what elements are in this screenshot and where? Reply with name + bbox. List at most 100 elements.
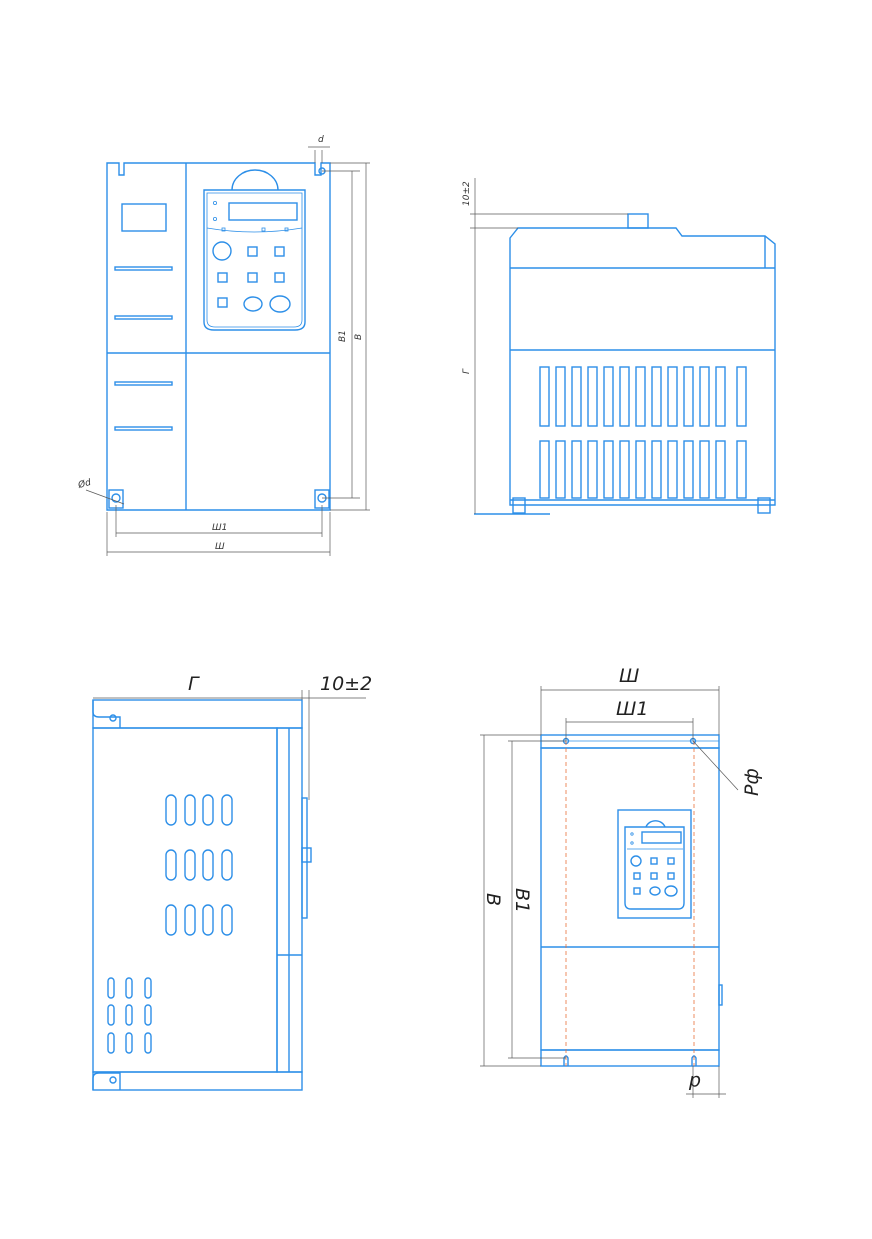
side-large-tab: [92, 700, 121, 728]
vent-slot: [683, 366, 694, 427]
side-large-knob: [301, 847, 312, 863]
vent-slot: [539, 366, 550, 427]
keypad-key: [247, 272, 258, 283]
vent-slot: [571, 366, 582, 427]
dim-sh-label: Ш: [215, 542, 225, 552]
dim-phi-d-label: Ød: [76, 477, 92, 491]
keypad-divider: [206, 227, 303, 233]
front-large-keypad: [624, 826, 685, 910]
side-view-foot: [757, 497, 771, 514]
front-large-dim-phi-label: Рф: [741, 768, 763, 796]
front-large-dim-sh-label: Ш: [619, 665, 639, 687]
vent-slot: [603, 366, 614, 427]
keypad-key: [650, 857, 658, 865]
front-view-large: Ш Ш1 Рф В В1 d: [480, 665, 763, 1098]
keypad-knob: [212, 241, 232, 261]
vent-slot: [221, 849, 233, 881]
vent-slot: [651, 366, 662, 427]
side-large-dim-g-label: Г: [188, 673, 200, 695]
vent-slot: [651, 440, 662, 499]
leader-line: [692, 740, 739, 791]
vent-slot: [221, 904, 233, 936]
front-view-keypad: [203, 189, 306, 331]
front-large-dim-d-label: d: [688, 1071, 701, 1093]
keypad-led: [261, 227, 266, 232]
vent-slot: [715, 440, 726, 499]
vent-slot: [202, 794, 214, 826]
vent-slot: [144, 977, 152, 999]
front-view-window: [121, 203, 167, 232]
vent-slot: [619, 440, 630, 499]
vent-slot: [202, 849, 214, 881]
vent-slot: [125, 1004, 133, 1026]
leader-line: [85, 489, 125, 505]
mount-hole-circle: [111, 493, 121, 503]
keypad-led: [630, 832, 634, 836]
side-view-small: 10±2 Г: [462, 178, 776, 515]
vent-slot: [683, 440, 694, 499]
keypad-round-key: [243, 296, 263, 312]
keypad-display: [641, 831, 682, 844]
vent-slot: [125, 1032, 133, 1054]
vent-slot: [715, 366, 726, 427]
keypad-key: [217, 272, 228, 283]
vent-slot: [184, 849, 196, 881]
keypad-key: [274, 272, 285, 283]
vent-slot: [736, 440, 747, 499]
dim-b1-label: В1: [338, 330, 348, 342]
vent-slot: [619, 366, 630, 427]
vent-slot: [555, 366, 566, 427]
vent-slot: [587, 366, 598, 427]
keypad-led: [212, 216, 217, 221]
keypad-key: [633, 887, 641, 895]
keypad-knob: [630, 855, 642, 867]
side-view-foot: [512, 497, 526, 514]
vent-slot: [555, 440, 566, 499]
keypad-key: [274, 246, 285, 257]
side-large-tab: [92, 1072, 121, 1090]
front-large-top-bracket: [540, 734, 720, 749]
keypad-round-key: [664, 885, 678, 897]
front-view-slot: [114, 315, 173, 320]
vent-slot: [699, 366, 710, 427]
vent-slot: [165, 849, 177, 881]
vent-slot: [184, 904, 196, 936]
vent-slot: [635, 440, 646, 499]
vent-slot: [125, 977, 133, 999]
keypad-key: [650, 872, 658, 880]
side-view-large: Г 10±2: [92, 673, 372, 1091]
keypad-round-key: [649, 886, 661, 896]
keypad-handle: [231, 169, 279, 191]
vent-slot: [107, 977, 115, 999]
front-large-dim-sh1-label: Ш1: [616, 698, 648, 720]
side-dim-g-label: Г: [462, 368, 472, 374]
vent-slot: [107, 1032, 115, 1054]
front-large-body: [540, 747, 720, 1051]
keypad-display: [228, 202, 298, 221]
vent-slot: [202, 904, 214, 936]
front-large-dim-b1-label: В1: [511, 888, 533, 913]
keypad-handle: [645, 820, 666, 828]
front-large-keypad-panel: [617, 809, 692, 919]
vent-slot: [184, 794, 196, 826]
vent-slot: [221, 794, 233, 826]
side-large-top: [92, 699, 303, 729]
keypad-key: [633, 872, 641, 880]
vent-slot: [736, 366, 747, 427]
side-dim-offset-label: 10±2: [462, 181, 472, 206]
vent-slot: [165, 904, 177, 936]
side-large-hole: [109, 1076, 117, 1084]
keypad-key: [217, 297, 228, 308]
dim-d-label: d: [318, 135, 324, 145]
vent-slot: [571, 440, 582, 499]
keypad-key: [247, 246, 258, 257]
front-view-slot: [114, 426, 173, 431]
front-large-dim-b-label: В: [482, 893, 504, 906]
side-view-connector: [627, 213, 649, 229]
dim-b-label: В: [354, 334, 364, 340]
vent-slot: [107, 1004, 115, 1026]
vent-slot: [699, 440, 710, 499]
keypad-key: [667, 857, 675, 865]
keypad-led: [284, 227, 289, 232]
